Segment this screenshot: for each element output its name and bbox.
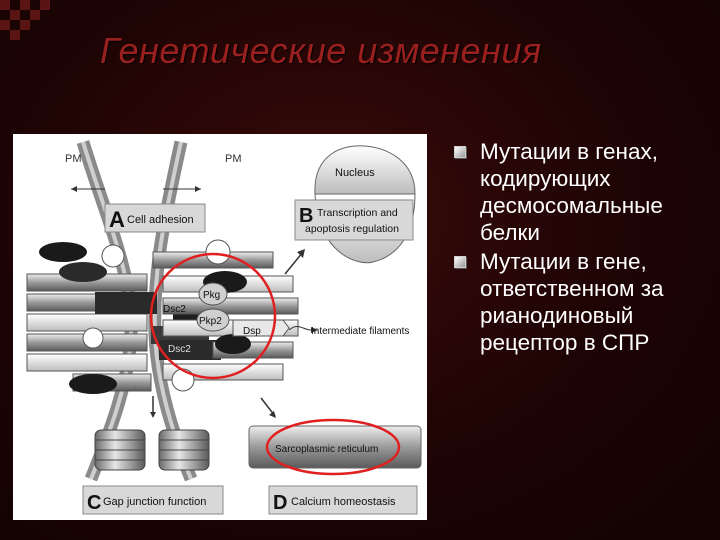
panel-c-letter: C [87,492,101,514]
highlight-ellipse-desmosome [149,252,277,380]
sarcoplasmic-reticulum-label: Sarcoplasmic reticulum [275,444,378,455]
pm-left-label: PM [65,153,82,165]
panel-b-letter: B [299,205,313,227]
pkp2-label: Pkp2 [199,316,222,327]
corner-decoration [0,0,60,50]
bullet-text: Мутации в гене, ответственном за рианоди… [480,249,664,355]
panel-a-label: Cell adhesion [127,214,194,226]
dsp-label: Dsp [243,326,261,337]
intermediate-filaments-label: Intermediate filaments [311,326,409,337]
pkg-label: Pkg [203,290,220,301]
pkg-protein [198,282,228,306]
panel-d-letter: D [273,492,287,514]
dsc2-bottom-box [159,340,221,360]
bullet-list: Мутации в генах, кодирующих десмосомальн… [452,138,714,358]
nucleus-shape [314,145,416,195]
highlight-ellipse-sr [265,418,401,476]
bullet-text: Мутации в генах, кодирующих десмосомальн… [480,139,663,245]
nucleus-label: Nucleus [335,167,375,179]
square-bullet-icon [454,256,466,268]
panel-c-label: Gap junction function [103,496,206,508]
sarcoplasmic-reticulum-box [248,425,422,469]
panel-b-label-2: apoptosis regulation [305,223,399,235]
panel-b-label-1: Transcription and [317,207,398,219]
square-bullet-icon [454,146,466,158]
slide-title: Генетические изменения [100,30,542,71]
panel-a-letter: A [109,207,125,232]
pkp2-protein [196,308,230,332]
panel-d-label: Calcium homeostasis [291,496,396,508]
dsc2-bottom-label: Dsc2 [168,344,191,355]
bullet-item: Мутации в генах, кодирующих десмосомальн… [452,138,714,246]
desmosome-figure: PM PM A Cell adhesion Nucleus B Transcri… [13,134,427,520]
bullet-item: Мутации в гене, ответственном за рианоди… [452,248,714,356]
pm-right-label: PM [225,153,242,165]
dsc2-top-label: Dsc2 [163,304,186,315]
